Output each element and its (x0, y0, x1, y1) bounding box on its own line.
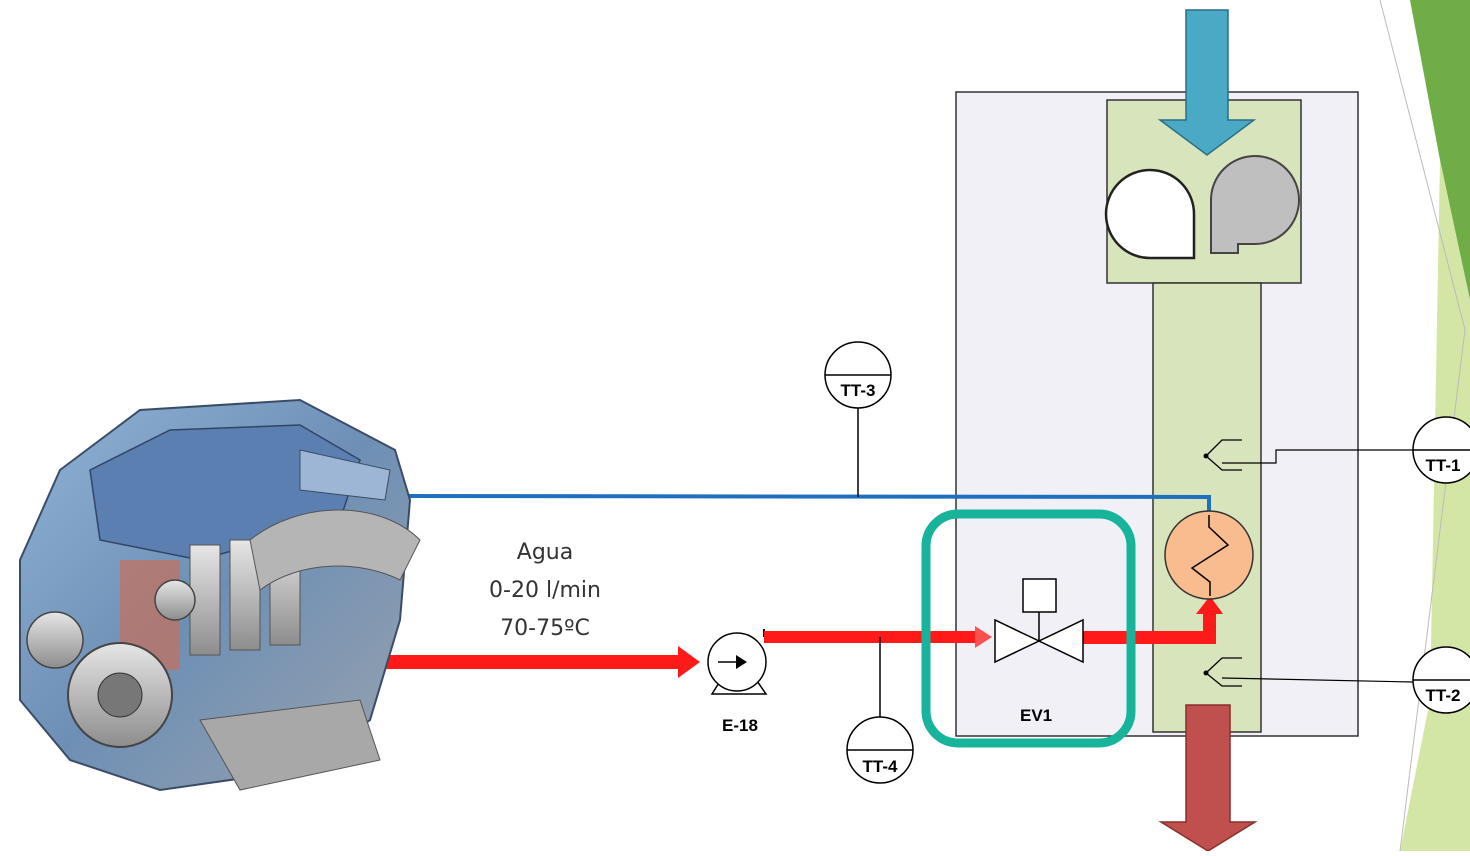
instrument-tt3-bubble (824, 341, 892, 497)
instrument-tt2-bubble (1412, 646, 1470, 714)
hot-supply-arrow (375, 646, 700, 678)
fan-icon (1104, 155, 1300, 260)
thermocouple-icon (1203, 439, 1413, 471)
instrument-tt4-bubble (846, 637, 914, 784)
three-way-valve-icon (994, 578, 1084, 664)
flow-label-line2: 0-20 l/min (489, 578, 601, 603)
valve-tag: EV1 (1020, 706, 1053, 725)
valve-highlight-box (921, 509, 1136, 748)
engine-image (19, 398, 421, 792)
flow-label-line3: 70-75ºC (500, 616, 590, 641)
instrument-tt2-label: TT-2 (1425, 686, 1461, 705)
pump-icon (707, 632, 768, 695)
cold-return-line (397, 494, 1211, 515)
instrument-tt1-bubble (1412, 416, 1470, 484)
instrument-tt3-label: TT-3 (840, 381, 876, 400)
pump-tag: E-18 (722, 716, 758, 735)
air-outlet-arrow (1158, 704, 1258, 852)
thermocouple-icon (1203, 657, 1414, 687)
heat-exchanger-icon (1164, 510, 1254, 600)
flow-label-line1: Agua (516, 540, 574, 565)
valve-outlet-line (1082, 596, 1223, 644)
air-inlet-arrow (1157, 9, 1257, 156)
instrument-tt4-label: TT-4 (862, 757, 898, 776)
instrument-tt1-label: TT-1 (1425, 456, 1461, 475)
